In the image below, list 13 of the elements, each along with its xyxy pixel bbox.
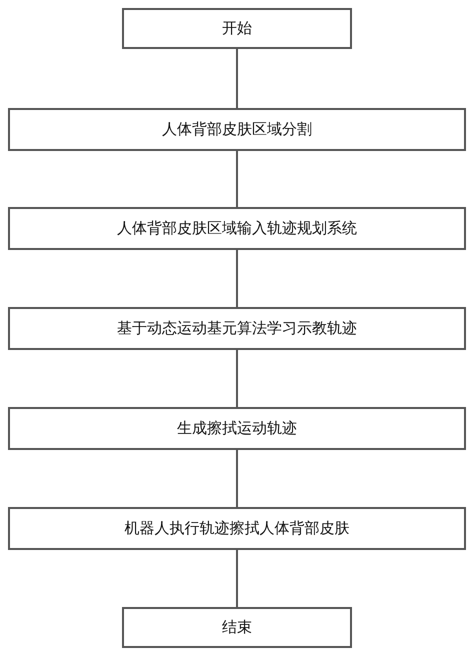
process-box: 人体背部皮肤区域分割: [8, 108, 466, 151]
process-box: 机器人执行轨迹擦拭人体背部皮肤: [8, 507, 466, 550]
process-box: 基于动态运动基元算法学习示教轨迹: [8, 307, 466, 350]
process-box: 生成擦拭运动轨迹: [8, 407, 466, 450]
connector-line: [236, 250, 238, 307]
connector-line: [236, 350, 238, 407]
connector-line: [236, 151, 238, 207]
connector-line: [236, 49, 238, 108]
connector-line: [236, 550, 238, 607]
process-box: 人体背部皮肤区域输入轨迹规划系统: [8, 207, 466, 250]
terminal-box: 结束: [122, 607, 352, 648]
connector-line: [236, 450, 238, 507]
terminal-box: 开始: [122, 8, 352, 49]
